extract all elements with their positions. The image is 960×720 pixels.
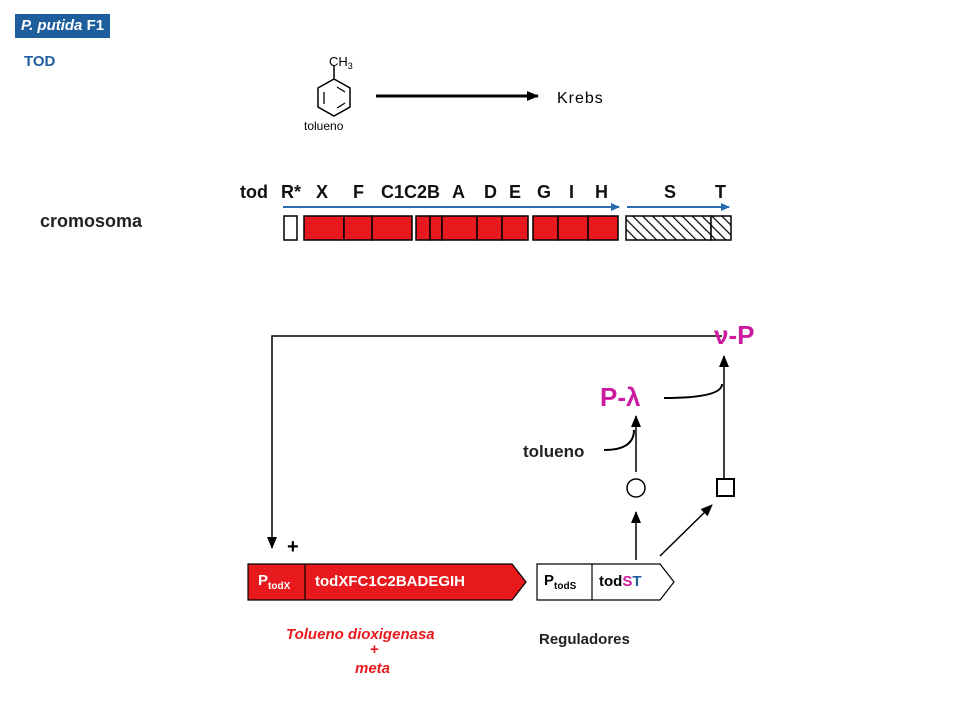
gene-box-G [532,215,559,241]
gene-box-E [501,215,529,241]
gene-box-I [557,215,589,241]
strain-name: F1 [86,17,105,34]
chromosome-label: cromosoma [40,211,143,231]
gene-label-G: G [537,182,552,202]
toluene-binding-curve [603,429,635,451]
toluene-name: tolueno [304,119,344,133]
gene-label-E: E [509,182,522,202]
activation-plus: + [287,536,299,558]
gene-label-D: D [484,182,497,202]
gene-box-F [343,215,373,241]
gene-box-B [429,215,443,241]
todT-protein-square [716,478,735,497]
gene-box-T [710,215,732,241]
promoter-todS: PtodS [544,572,577,592]
gene-label-F: F [353,182,364,202]
todST-genes-label: todST [599,573,642,590]
gene-label-C1C2B: C1C2B [381,182,441,202]
gene-label-I: I [569,182,575,202]
pathway-label: TOD [24,53,56,70]
gene-label-R: R* [281,182,302,202]
activation-arrow [267,335,722,549]
phospho-v-label: ν-P [714,320,755,350]
gene-box-R [283,215,298,241]
gene-box-X [303,215,345,241]
todS-protein-circle [626,478,646,498]
phosphotransfer-curve [663,383,723,399]
gene-label-H: H [595,182,608,202]
ch3-label: CH3 [329,54,353,71]
gene-box-D [476,215,503,241]
organism-badge: P. putida F1 [15,14,111,38]
todX-caption-3: meta [355,660,391,677]
gene-label-A: A [452,182,465,202]
gene-box-C2 [415,215,431,241]
todX-caption-1: Tolueno dioxigenasa [286,626,435,643]
todX-operon [247,563,527,601]
gene-box-H [587,215,619,241]
gene-box-C1 [371,215,413,241]
todS-operon [536,563,675,601]
organism-name: P. putida [21,17,83,34]
todX-caption-2: + [370,641,379,658]
promoter-todX: PtodX [258,572,291,592]
gene-label-X: X [316,182,329,202]
krebs-label: Krebs [557,90,604,107]
phospho-lambda-label: P-λ [600,382,641,412]
gene-box-S [625,215,712,241]
toluene-structure: CH3 tolueno [304,54,353,133]
todX-genes-label: todXFC1C2BADEGIH [315,573,466,590]
gene-label-tod: tod [240,182,268,202]
gene-box-A [441,215,478,241]
chromosome-map [283,215,732,241]
todT-translation-arrow [659,504,713,557]
activation-pathway [267,335,735,560]
gene-label-T: T [715,182,726,202]
inducer-label: tolueno [523,442,585,461]
gene-label-S: S [664,182,677,202]
todS-caption: Reguladores [539,631,630,648]
